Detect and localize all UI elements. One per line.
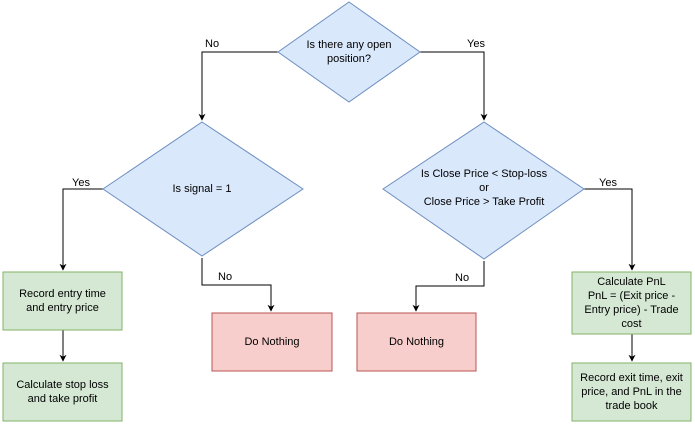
node-text-line: trade book: [605, 400, 658, 412]
box-calc-pnl: [571, 271, 692, 335]
text-signal: Is signal = 1: [140, 174, 264, 204]
text-record-entry: Record entry time and entry price: [3, 272, 122, 330]
label-open-no: No: [205, 38, 219, 50]
edge-close-yes: [584, 188, 636, 271]
node-text-line: Entry price) - Trade: [584, 304, 679, 316]
text-calc-stop: Calculate stop loss and take profit: [3, 363, 122, 421]
decision-open-position: [277, 1, 421, 103]
box-record-exit: [571, 362, 692, 422]
label-open-yes: Yes: [467, 38, 485, 50]
label-close-yes: Yes: [599, 177, 617, 189]
node-text-line: price, and PnL in the: [581, 386, 682, 398]
node-text-line: Close Price > Take Profit: [423, 196, 545, 208]
node-text-line: Is signal = 1: [172, 183, 232, 195]
node-text-line: Calculate PnL: [597, 276, 666, 288]
box-record-entry: [2, 271, 123, 331]
node-text-line: position?: [326, 53, 372, 65]
text-open-position: Is there any open position?: [288, 28, 410, 76]
edge-close-no: [412, 261, 485, 312]
node-text-line: Is there any open: [306, 39, 392, 51]
text-do-nothing-left: Do Nothing: [212, 313, 332, 371]
text-record-exit: Record exit time, exit price, and PnL in …: [572, 363, 691, 421]
text-do-nothing-right: Do Nothing: [357, 313, 476, 371]
node-text-line: Record exit time, exit: [580, 372, 683, 384]
edge-signal-yes: [59, 188, 103, 271]
edge-open-yes: [420, 51, 488, 121]
node-text-line: cost: [621, 318, 642, 330]
node-text-line: Calculate stop loss: [16, 379, 109, 391]
node-text-line: Do Nothing: [388, 336, 445, 348]
node-text-block: Calculate stop loss and take profit: [16, 378, 108, 406]
node-text-line: Do Nothing: [244, 336, 300, 348]
edge-open-no: [198, 51, 278, 121]
box-do-nothing-right: [356, 312, 477, 372]
node-text-block: Is there any open position?: [306, 38, 391, 66]
node-text-block: Record exit time, exit price, and PnL in …: [580, 371, 683, 413]
decision-signal: [102, 121, 304, 257]
node-text-line: Is Close Price < Stop-loss: [420, 168, 548, 180]
node-text-block: Record entry time and entry price: [19, 287, 106, 315]
label-signal-no: No: [218, 271, 232, 283]
node-text-line: and entry price: [26, 302, 99, 314]
text-calc-pnl: Calculate PnL PnL = (Exit price - Entry pr…: [572, 272, 691, 334]
box-do-nothing-left: [211, 312, 333, 372]
label-close-no: No: [455, 272, 469, 284]
label-signal-yes: Yes: [72, 177, 90, 189]
node-text-block: Calculate PnL PnL = (Exit price - Entry pr…: [584, 275, 678, 331]
node-text-line: Record entry time: [19, 288, 106, 300]
box-calc-stop: [2, 362, 123, 422]
decision-close-price: [382, 121, 585, 260]
node-text-line: PnL = (Exit price -: [587, 290, 676, 302]
node-text-block: Is signal = 1: [172, 182, 231, 196]
node-text-block: Do Nothing: [244, 335, 299, 349]
node-text-line: and take profit: [27, 393, 98, 405]
node-text-block: Do Nothing: [389, 335, 444, 349]
node-text-line: or: [479, 182, 489, 194]
edge-signal-no: [201, 258, 275, 312]
